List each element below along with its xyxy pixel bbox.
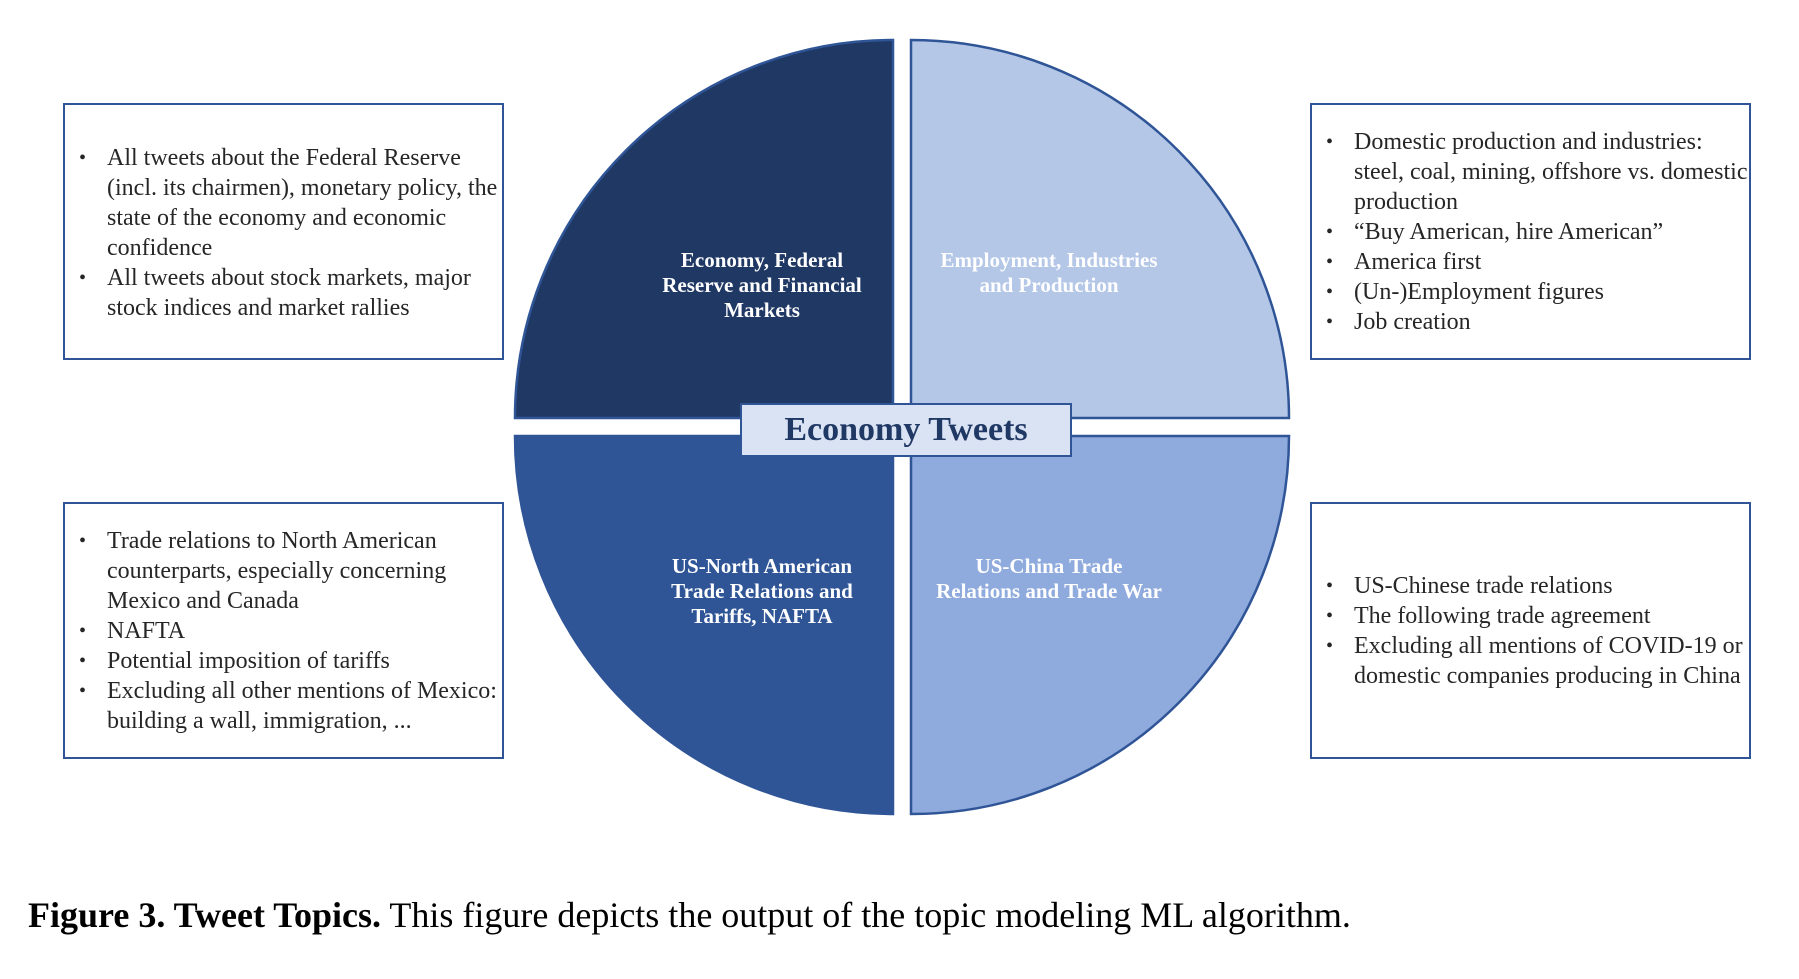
bullet-item: Excluding all mentions of COVID-19 or do… [1326,631,1749,691]
bullet-item: (Un-)Employment figures [1326,277,1749,307]
description-box-employment: Domestic production and industries: stee… [1310,103,1751,360]
topic-circle-diagram [513,38,1291,816]
bullet-item: US-Chinese trade relations [1326,571,1749,601]
bullet-item: America first [1326,247,1749,277]
bullet-item: All tweets about the Federal Reserve (in… [79,143,502,263]
bullet-item: NAFTA [79,616,502,646]
bullet-list-economy: All tweets about the Federal Reserve (in… [65,141,502,323]
bullet-item: Excluding all other mentions of Mexico: … [79,676,502,736]
bullet-list-employment: Domestic production and industries: stee… [1312,127,1749,337]
description-box-china-trade: US-Chinese trade relationsThe following … [1310,502,1751,759]
center-label: Economy Tweets [740,403,1072,457]
description-box-economy: All tweets about the Federal Reserve (in… [63,103,504,360]
bullet-item: Potential imposition of tariffs [79,646,502,676]
quadrant-employment-industries [909,38,1291,420]
quadrant-label-economy: Economy, Federal Reserve and Financial M… [662,248,862,322]
quadrant-label-north-american-trade: US-North American Trade Relations and Ta… [671,554,853,628]
bullet-item: “Buy American, hire American” [1326,217,1749,247]
bullet-item: The following trade agreement [1326,601,1749,631]
bullet-item: Domestic production and industries: stee… [1326,127,1749,217]
quadrant-us-north-american-trade [513,434,895,816]
caption-bold: Figure 3. Tweet Topics. [28,895,382,935]
bullet-list-north-american-trade: Trade relations to North American counte… [65,526,502,736]
quadrant-label-employment: Employment, Industries and Production [940,248,1158,297]
description-box-north-american-trade: Trade relations to North American counte… [63,502,504,759]
quadrant-label-china-trade: US-China Trade Relations and Trade War [936,554,1162,603]
bullet-item: Job creation [1326,307,1749,337]
quadrant-us-china-trade [909,434,1291,816]
bullet-item: All tweets about stock markets, major st… [79,263,502,323]
figure-caption: Figure 3. Tweet Topics. This figure depi… [28,893,1351,937]
quadrant-economy-federal-reserve [513,38,895,420]
bullet-list-china-trade: US-Chinese trade relationsThe following … [1312,571,1749,691]
bullet-item: Trade relations to North American counte… [79,526,502,616]
caption-text: This figure depicts the output of the to… [381,895,1351,935]
